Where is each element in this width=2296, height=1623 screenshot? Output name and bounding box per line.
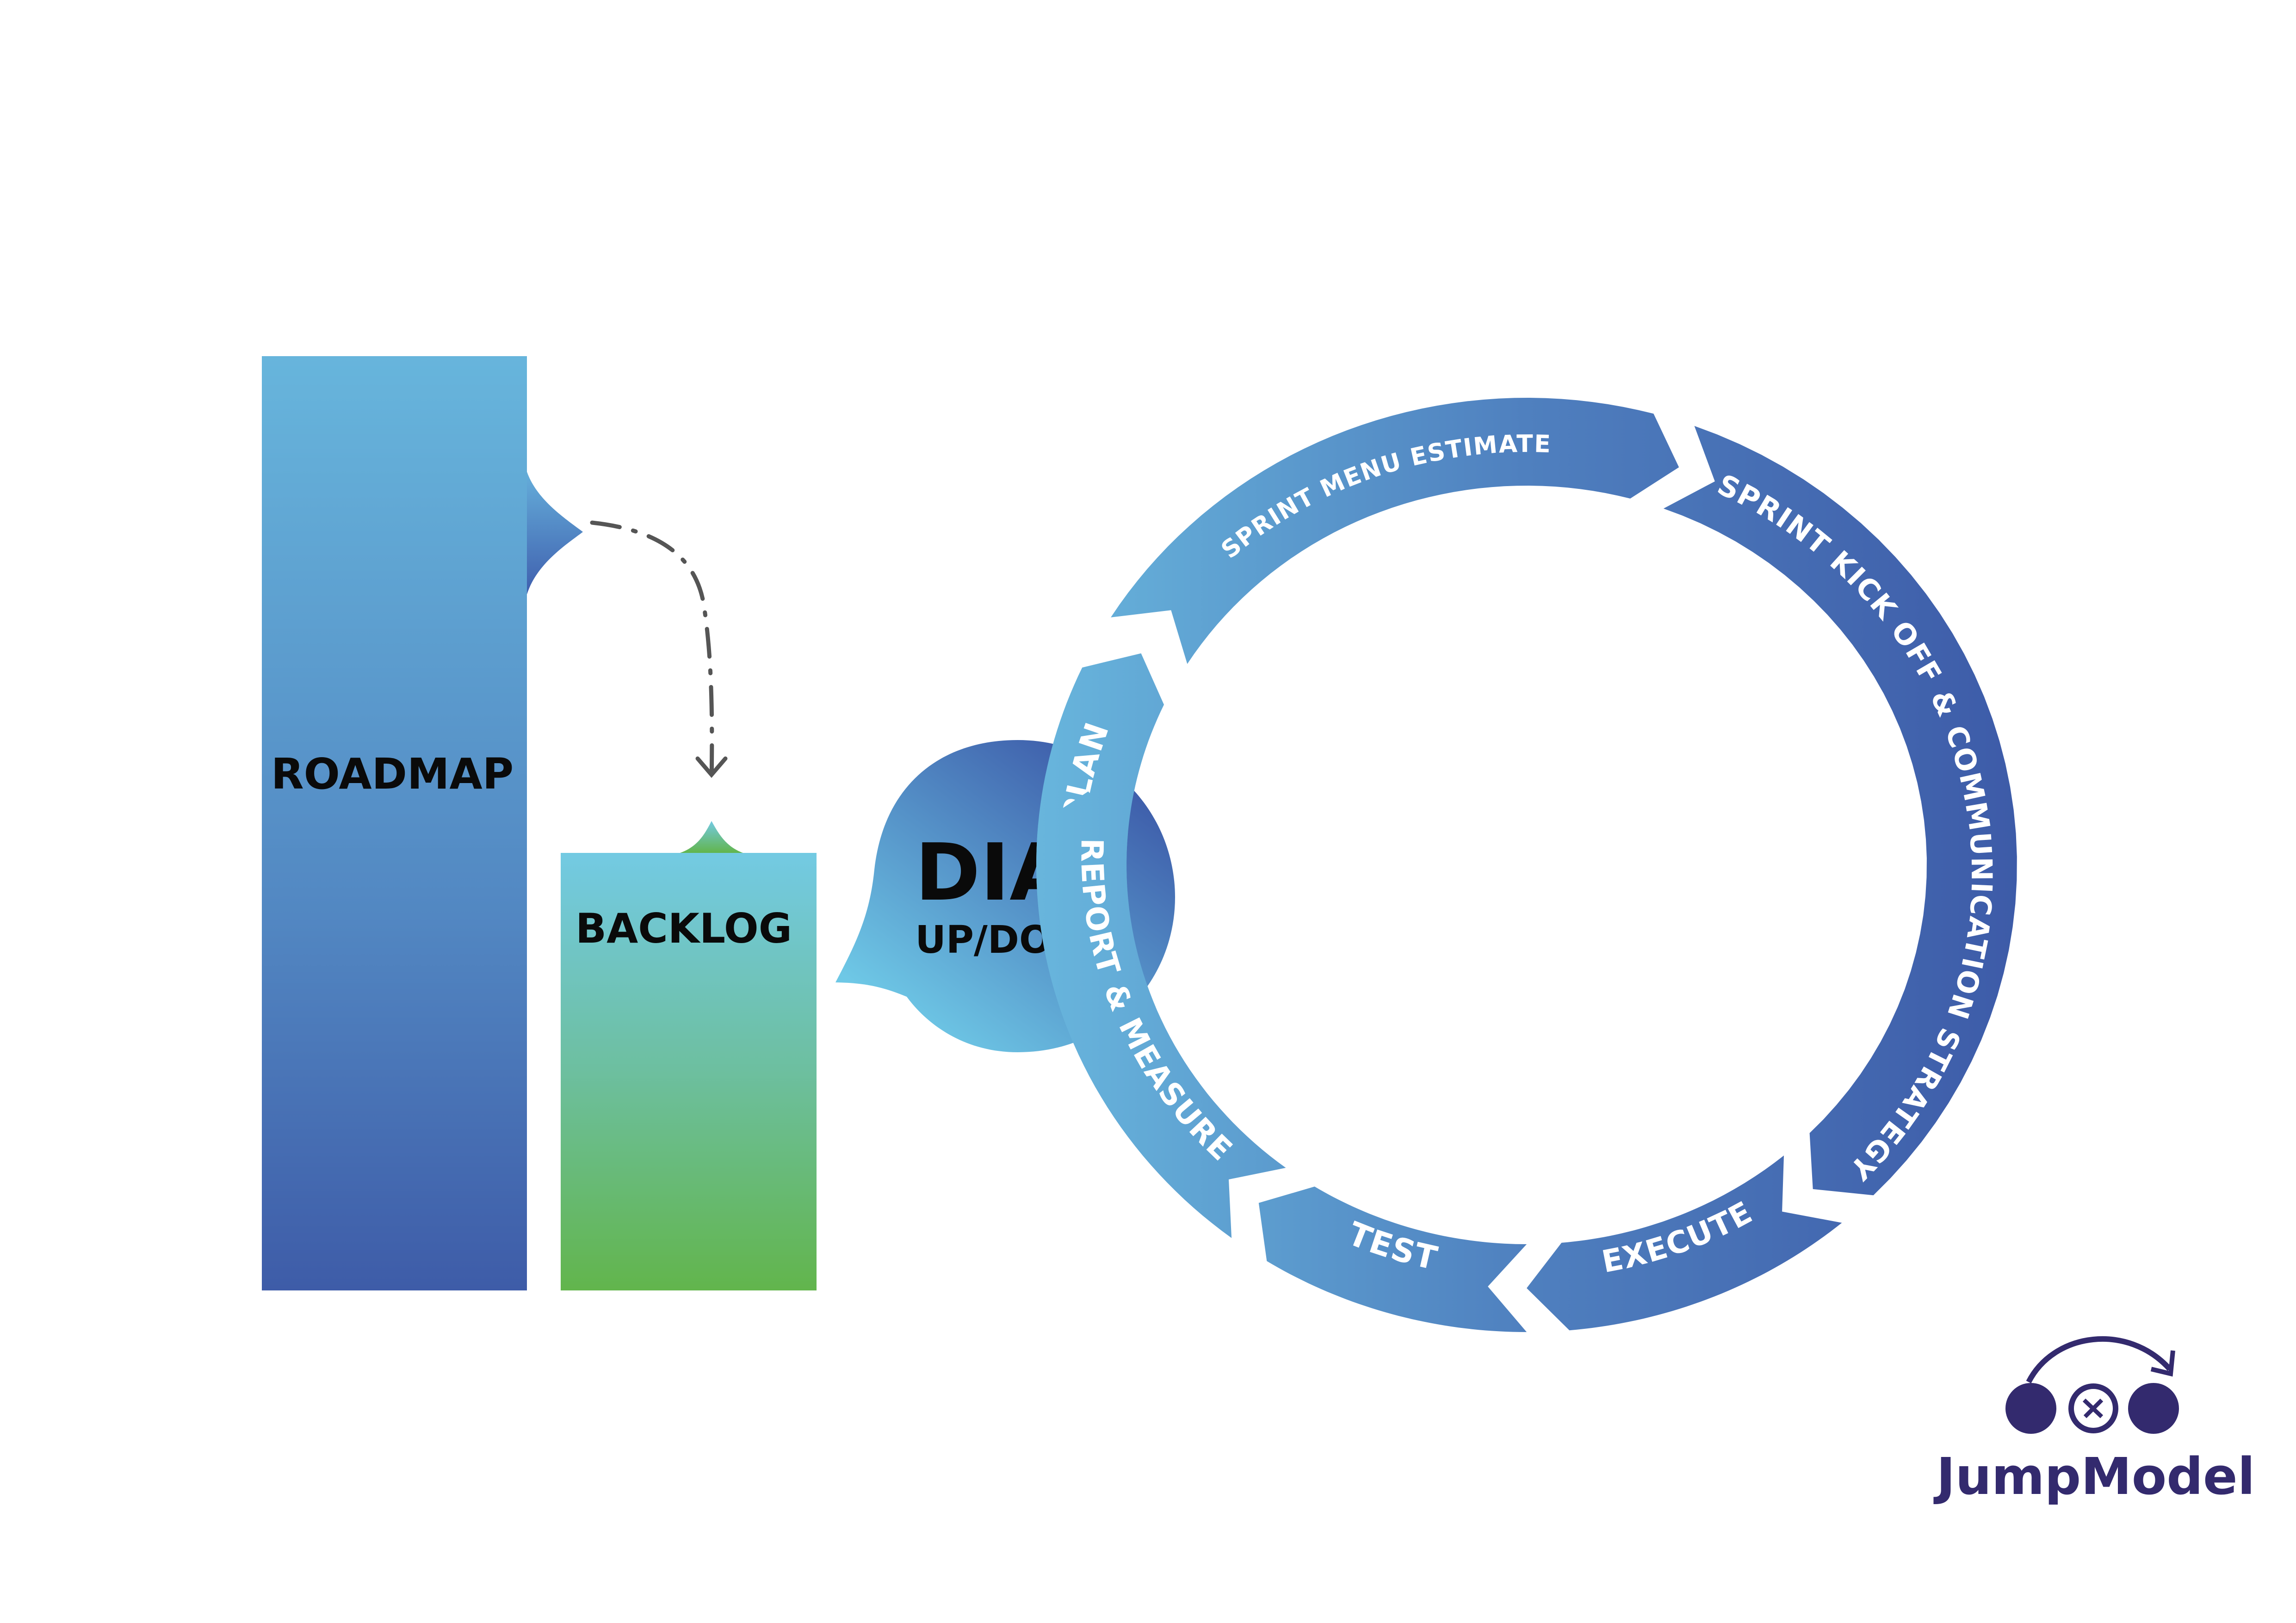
jumpmodel-logo: JumpModel [1933, 1336, 2255, 1506]
cycle-step-arrow [1111, 398, 1679, 664]
logo-jump-arc [2026, 1336, 2172, 1383]
logo-x-icon [2082, 1398, 2104, 1419]
arrow-head-icon [695, 756, 728, 778]
cycle-step-execute: EXECUTE [1527, 1155, 1842, 1331]
backlog-label: BACKLOG [576, 905, 792, 952]
roadmap-to-backlog-connector [590, 520, 728, 789]
roadmap-bar [262, 356, 527, 1290]
logo-dot-right [2128, 1383, 2179, 1434]
cycle-step-arrow [1663, 426, 2017, 1196]
cycle-step-sprint-menu-estimate: SPRINT MENU ESTIMATE [1111, 398, 1679, 664]
roadmap-tab [527, 472, 583, 594]
roadmap-label: ROADMAP [271, 749, 514, 799]
backlog-bar [561, 853, 817, 1290]
roadmap-block: ROADMAP [262, 356, 583, 1290]
cycle-step-test: TEST [1258, 1186, 1527, 1332]
backlog-tab [680, 821, 743, 853]
backlog-block: BACKLOG [561, 821, 817, 1290]
cycle-step-arrow [1527, 1155, 1842, 1331]
logo-arrow-head-icon [2150, 1350, 2175, 1377]
dashed-arrow-line [590, 520, 714, 789]
cycle-step-arrow [1036, 791, 1286, 1238]
logo-text: JumpModel [1933, 1447, 2255, 1506]
cycle-step-sprint-kickoff-communication: SPRINT KICK OFF & COMMUNICATION STRATEGY [1663, 426, 2017, 1196]
logo-dot-left [2005, 1383, 2056, 1434]
cycle-step-arrow [1258, 1186, 1527, 1332]
